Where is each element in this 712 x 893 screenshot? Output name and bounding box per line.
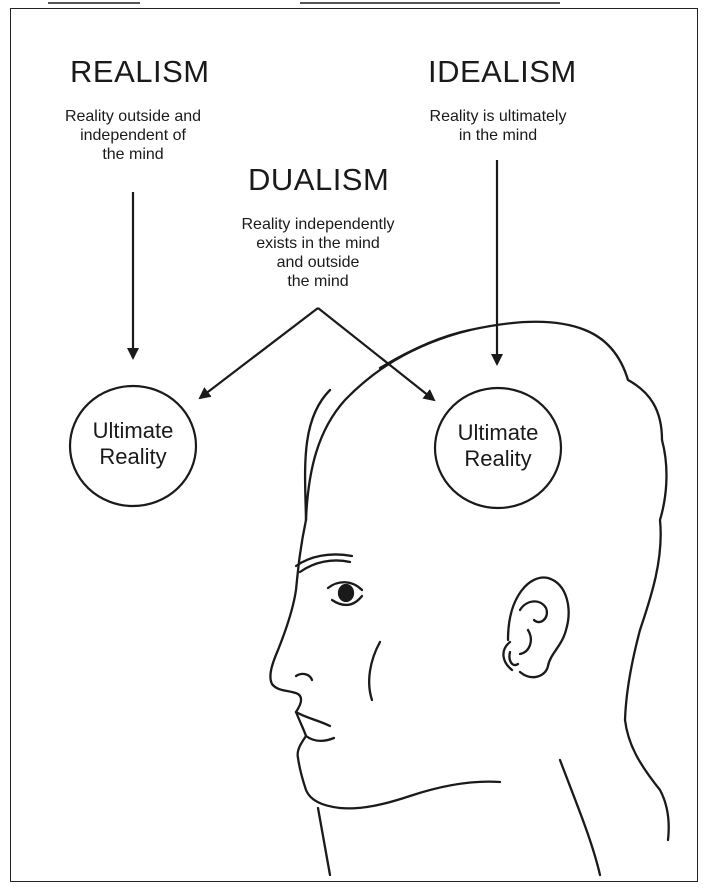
dualism-line: the mind xyxy=(208,273,428,292)
circle-line: Ultimate xyxy=(438,420,558,446)
dualism-description: Reality independently exists in the mind… xyxy=(208,216,428,292)
realism-line: the mind xyxy=(28,146,238,165)
realism-line: independent of xyxy=(28,127,238,146)
realism-line: Reality outside and xyxy=(28,108,238,127)
dualism-line: Reality independently xyxy=(208,216,428,235)
dualism-heading: DUALISM xyxy=(248,162,389,198)
left-circle-label: Ultimate Reality xyxy=(73,418,193,471)
idealism-line: in the mind xyxy=(398,127,598,146)
idealism-line: Reality is ultimately xyxy=(398,108,598,127)
realism-heading: REALISM xyxy=(70,54,210,90)
circle-line: Reality xyxy=(438,446,558,472)
idealism-heading: IDEALISM xyxy=(428,54,577,90)
realism-description: Reality outside and independent of the m… xyxy=(28,108,238,165)
right-circle-label: Ultimate Reality xyxy=(438,420,558,473)
dualism-line: and outside xyxy=(208,254,428,273)
circle-line: Ultimate xyxy=(73,418,193,444)
dualism-line: exists in the mind xyxy=(208,235,428,254)
idealism-description: Reality is ultimately in the mind xyxy=(398,108,598,146)
circle-line: Reality xyxy=(73,444,193,470)
